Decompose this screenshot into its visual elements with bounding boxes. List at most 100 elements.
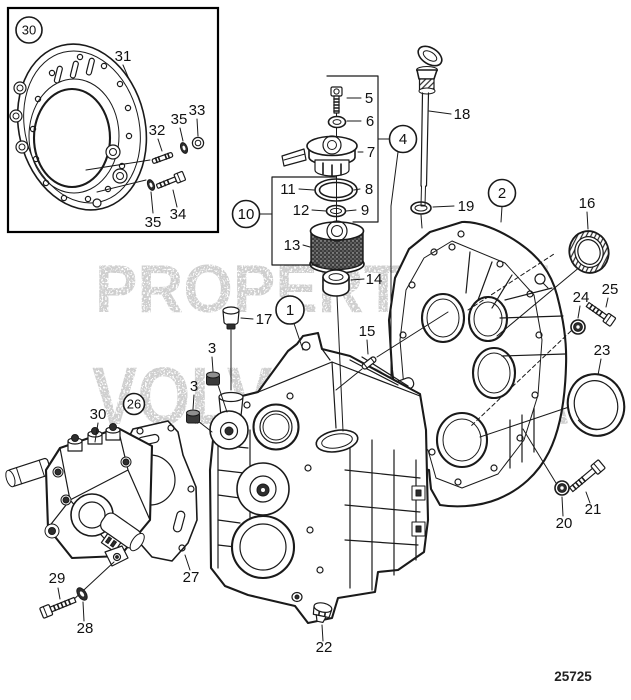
housing-small-hole xyxy=(534,273,546,285)
callout-washer-20: 20 xyxy=(556,515,573,532)
callout-flange-nut: 33 xyxy=(189,102,206,119)
circled-callout-10 xyxy=(231,199,261,229)
screw-5-illustration xyxy=(330,86,343,114)
flange-bosses xyxy=(9,81,128,208)
callout-oil-pump: 30 xyxy=(90,406,107,423)
flange-bolt-holes xyxy=(29,53,133,203)
oil-pump-illustration xyxy=(5,423,154,567)
circled-callout-2 xyxy=(487,178,517,208)
stud-illustration xyxy=(151,152,174,164)
flange-plate-illustration xyxy=(9,43,148,211)
callout-flange-bolt: 34 xyxy=(170,206,187,223)
callout-dowel-pin: 15 xyxy=(359,323,376,340)
callout-breather-cap: 7 xyxy=(367,144,375,161)
callout-bushing: 14 xyxy=(366,271,383,288)
plug-17-illustration xyxy=(222,306,240,330)
callout-sealing-ring-small: 12 xyxy=(293,202,310,219)
callout-strainer-kit: 10 xyxy=(238,206,255,223)
callout-breather-kit: 4 xyxy=(399,131,407,148)
callout-oring-large: 8 xyxy=(365,181,373,198)
drawing-number: 25725 xyxy=(554,669,592,684)
center-callouts: 1 17 3 3 15 xyxy=(186,295,449,656)
nut-33-illustration xyxy=(191,136,205,150)
circled-callout-1 xyxy=(275,295,305,325)
callout-flange-washer-upper: 35 xyxy=(171,111,188,128)
callout-strainer: 13 xyxy=(284,237,301,254)
callout-pump-gasket: 27 xyxy=(183,569,200,586)
callout-timing-cover: 1 xyxy=(286,302,294,319)
oil-pump-group: 27 26 xyxy=(5,392,200,637)
callout-bolt-21: 21 xyxy=(585,501,602,518)
callout-breather-washer: 6 xyxy=(366,113,374,130)
callout-plug-22: 22 xyxy=(316,639,333,656)
flywheel-housing-illustration: 2 xyxy=(384,178,568,508)
circled-callout-30 xyxy=(15,16,43,44)
callout-plug-3-lower: 3 xyxy=(190,378,198,395)
bolt-21-illustration xyxy=(568,459,606,493)
callout-plug-17: 17 xyxy=(256,311,273,328)
callout-rear-seal: 16 xyxy=(579,195,596,212)
breather-assembly: 5 6 7 11 8 xyxy=(231,75,418,297)
callout-flange-kit: 30 xyxy=(22,23,36,38)
callout-washer-28: 28 xyxy=(77,620,94,637)
callout-dipstick-oring: 19 xyxy=(458,198,475,215)
plug-22-illustration xyxy=(312,602,333,624)
washer-28-illustration xyxy=(76,587,88,601)
callout-bolt-25: 25 xyxy=(602,281,619,298)
dipstick-assembly: 18 19 xyxy=(410,45,475,229)
callout-flange-washer-lower: 35 xyxy=(145,214,162,231)
callout-bolt-29: 29 xyxy=(49,570,66,587)
bolt-25-illustration xyxy=(585,301,617,327)
washer-24-illustration xyxy=(570,319,586,335)
washer-20-illustration xyxy=(554,480,570,496)
callout-pump-kit: 26 xyxy=(127,397,141,412)
pump-solenoid xyxy=(100,512,145,553)
crank-opening xyxy=(230,514,296,580)
circled-callout-26 xyxy=(122,392,146,416)
top-face-opening xyxy=(315,429,359,453)
callout-flange-plate: 31 xyxy=(115,48,132,65)
pump-drive-boss xyxy=(209,410,249,450)
housing-ribs xyxy=(465,251,566,469)
washer-6-illustration xyxy=(327,115,347,129)
callout-sealing-ring-large: 11 xyxy=(280,181,296,198)
plug-3-lower-illustration xyxy=(186,409,200,424)
callout-plug-3-upper: 3 xyxy=(208,340,216,357)
callout-dipstick: 18 xyxy=(454,106,471,123)
plug-3-upper-illustration xyxy=(206,371,220,386)
flange-kit-inset: 30 31 32 33 35 34 35 xyxy=(6,6,220,234)
group-4-bracket xyxy=(326,75,379,223)
flange-slots xyxy=(53,57,95,84)
bushing-illustration xyxy=(322,269,350,297)
dipstick-illustration xyxy=(416,45,443,207)
pump-bolts xyxy=(44,456,132,539)
callout-sealing-ring-23: 23 xyxy=(594,342,611,359)
dipstick-oring-illustration xyxy=(410,201,432,215)
right-rib-grid xyxy=(344,431,426,591)
callout-flange-stud: 32 xyxy=(149,122,166,139)
ring-23-illustration xyxy=(566,373,626,437)
breather-cap-illustration xyxy=(281,135,358,177)
callout-breather-screw: 5 xyxy=(365,90,373,107)
breather-axis-line-2 xyxy=(336,295,344,432)
callout-oring-small: 9 xyxy=(361,202,369,219)
front-face-holes xyxy=(243,392,324,574)
dipstick-mount-line xyxy=(390,151,399,444)
circled-callout-4 xyxy=(388,124,418,154)
dowel-pin-illustration xyxy=(361,356,377,370)
strainer-illustration xyxy=(309,220,365,274)
housing-bores xyxy=(420,292,517,469)
housing-bolt-holes xyxy=(399,230,543,486)
right-fasteners: 16 24 25 23 20 xyxy=(469,195,626,532)
water-pump-boss xyxy=(236,462,290,516)
washer-35-upper-illustration xyxy=(179,142,189,154)
callout-washer-24: 24 xyxy=(573,289,590,306)
bolt-34-illustration xyxy=(155,170,186,189)
group-10-bracket xyxy=(271,176,337,266)
timing-cover-illustration xyxy=(208,331,430,625)
seal-16-illustration xyxy=(568,230,610,274)
upper-opening xyxy=(252,403,300,451)
callout-flywheel-housing: 2 xyxy=(498,185,506,202)
